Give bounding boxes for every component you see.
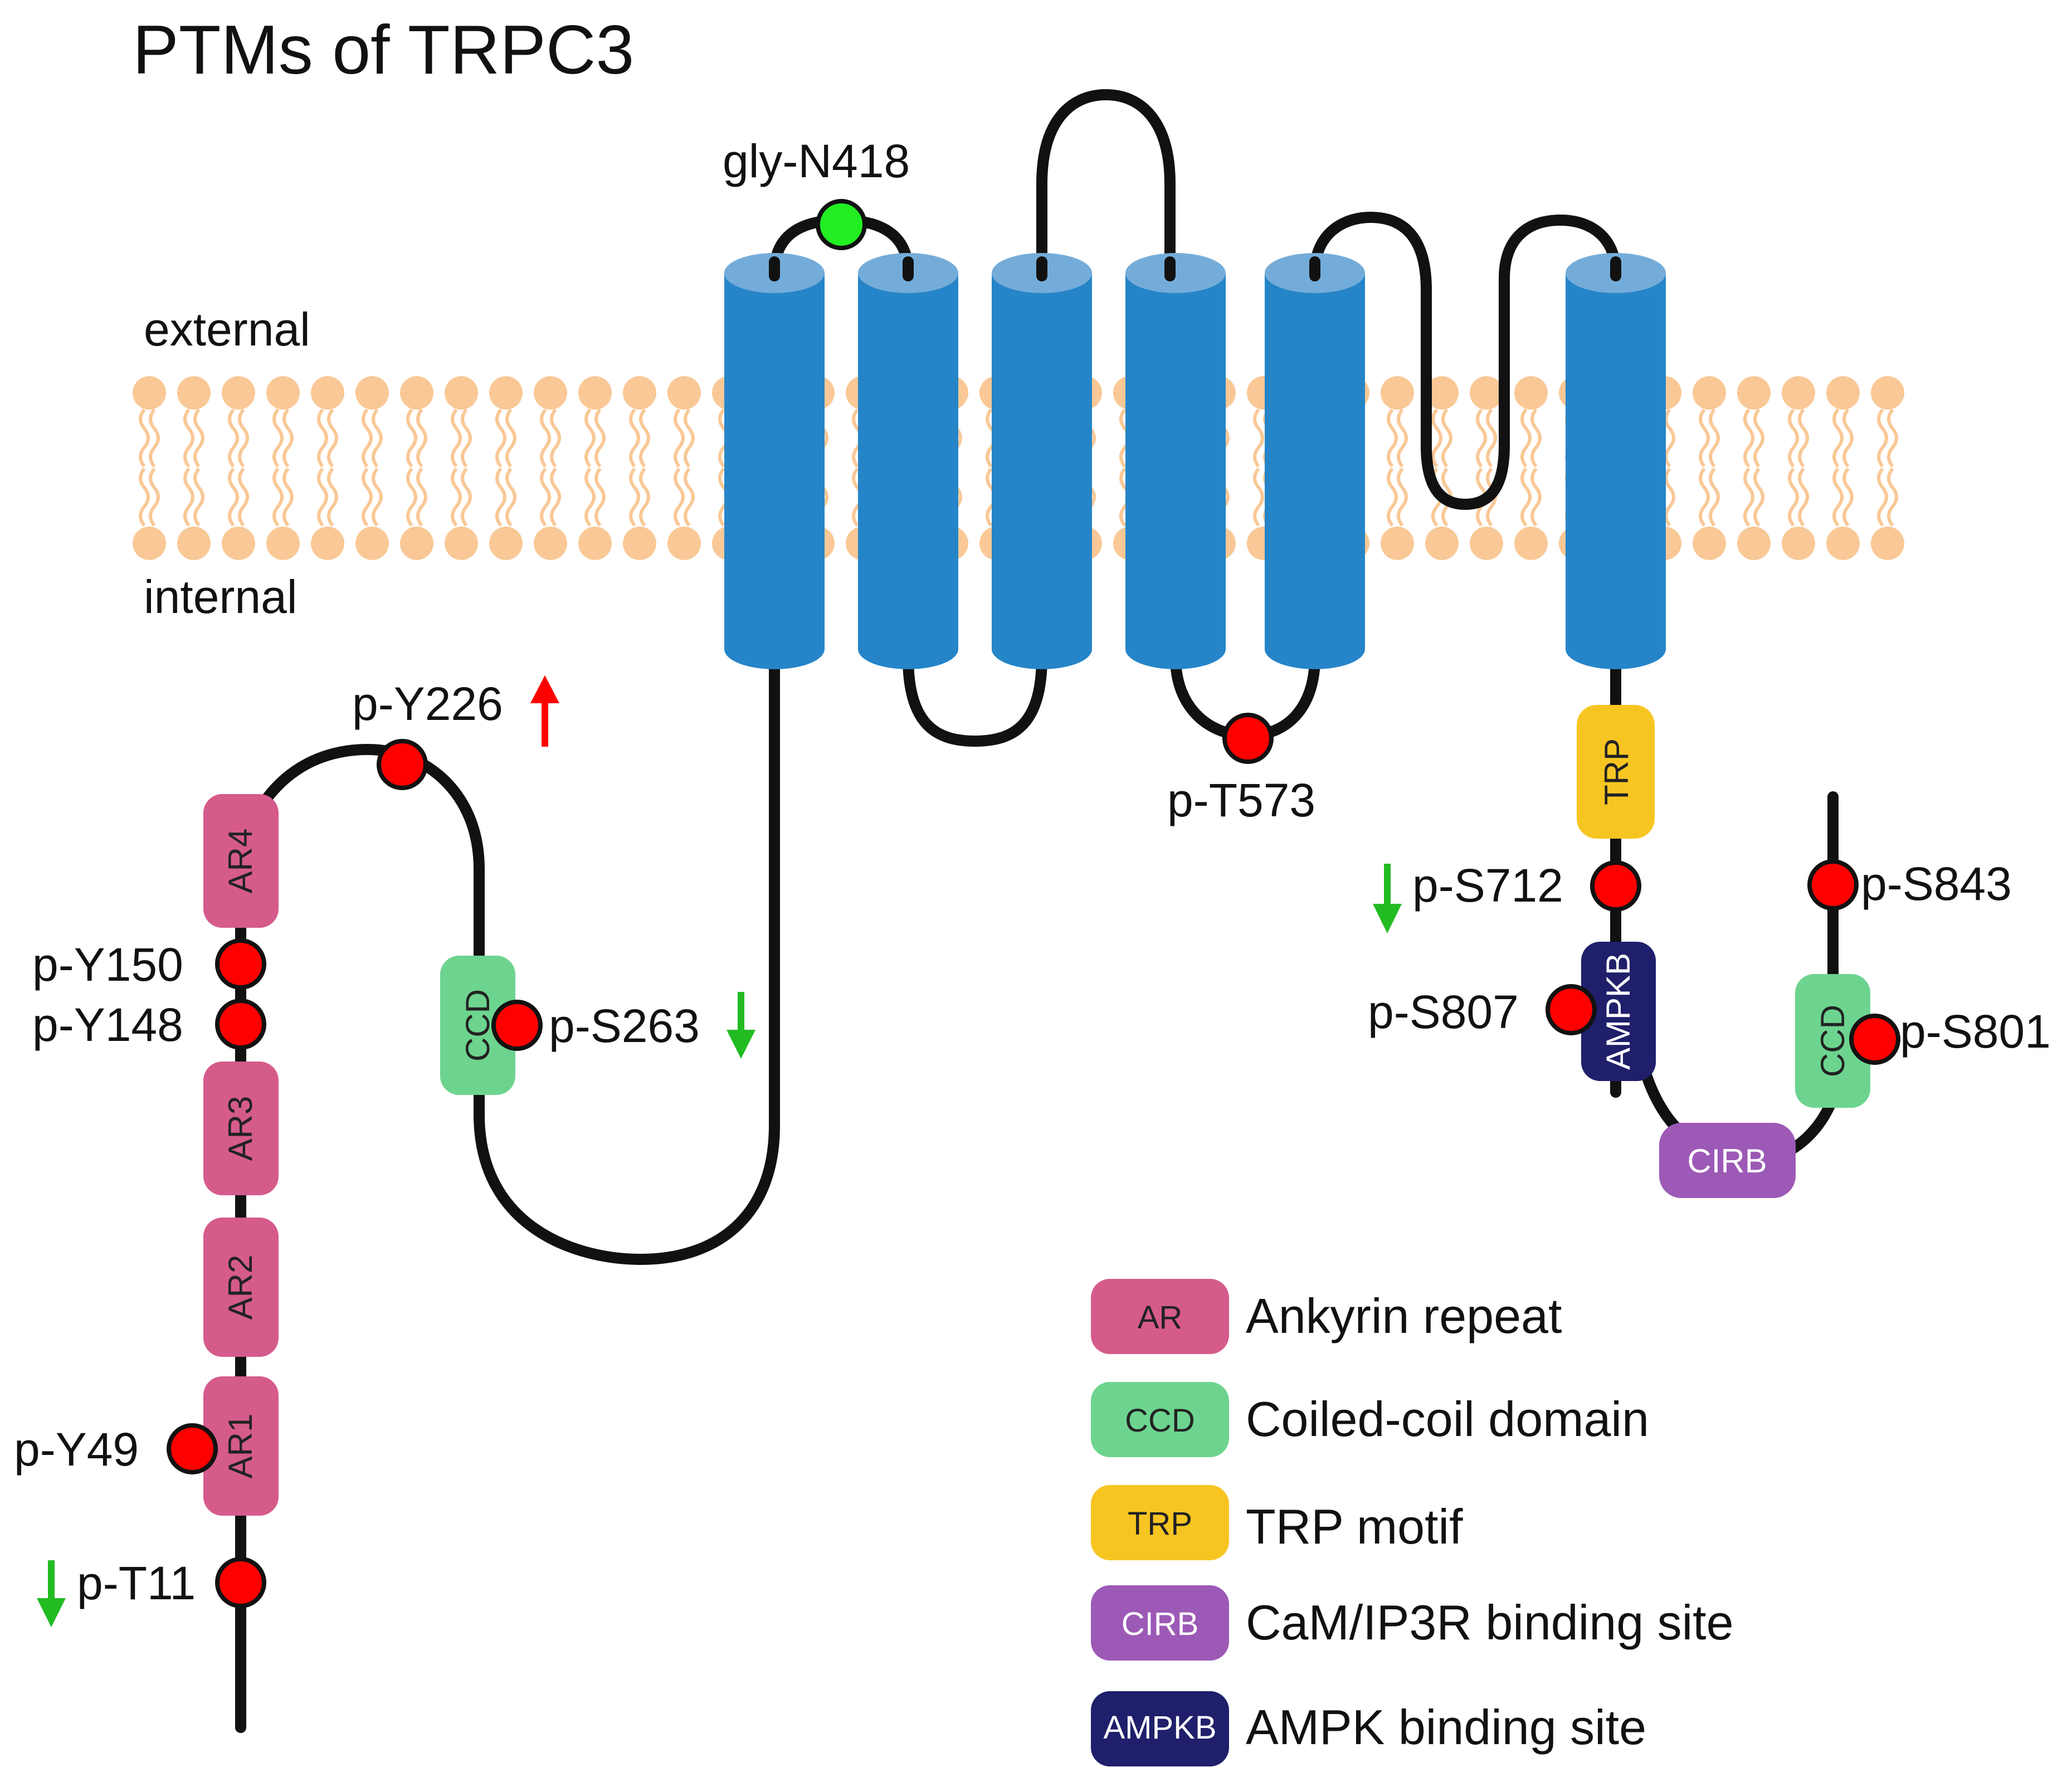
svg-text:CCD: CCD xyxy=(1814,1005,1851,1077)
svg-text:Coiled-coil domain: Coiled-coil domain xyxy=(1246,1391,1649,1447)
external-label: external xyxy=(144,303,310,356)
domain-ar2: AR2 xyxy=(203,1218,279,1357)
svg-text:AR3: AR3 xyxy=(222,1096,259,1161)
helix-s6 xyxy=(1566,253,1666,669)
legend-item-ccd: CCD Coiled-coil domain xyxy=(1091,1382,1649,1457)
arrow-up-p-y226 xyxy=(530,675,559,747)
domain-ar4: AR4 xyxy=(203,794,279,928)
label-p-s263: p-S263 xyxy=(549,1000,700,1052)
svg-text:Ankyrin repeat: Ankyrin repeat xyxy=(1246,1288,1562,1343)
domain-ar1: AR1 xyxy=(203,1376,279,1516)
svg-text:AR2: AR2 xyxy=(222,1255,259,1320)
internal-label: internal xyxy=(144,571,298,623)
svg-text:CaM/IP3R binding site: CaM/IP3R binding site xyxy=(1246,1595,1734,1650)
svg-text:TRP: TRP xyxy=(1128,1506,1192,1542)
site-p-y226 xyxy=(377,739,428,790)
helix-s3 xyxy=(992,253,1092,669)
label-p-y148: p-Y148 xyxy=(32,999,183,1051)
site-p-s807 xyxy=(1546,984,1597,1035)
site-p-s712 xyxy=(1590,860,1641,912)
legend-item-ampkb: AMPKB AMPK binding site xyxy=(1091,1691,1646,1766)
svg-text:TRP motif: TRP motif xyxy=(1246,1499,1463,1554)
svg-text:CCD: CCD xyxy=(1125,1403,1195,1439)
helix-s1 xyxy=(724,253,825,669)
label-p-y226: p-Y226 xyxy=(352,678,503,730)
arrow-down-p-t11 xyxy=(37,1560,66,1627)
label-gly-n418: gly-N418 xyxy=(723,135,910,187)
site-p-s801 xyxy=(1849,1014,1900,1065)
label-p-s801: p-S801 xyxy=(1900,1005,2051,1058)
svg-text:AMPK binding site: AMPK binding site xyxy=(1246,1700,1646,1755)
legend-item-ar: AR Ankyrin repeat xyxy=(1091,1279,1562,1354)
site-p-t573 xyxy=(1222,713,1274,764)
label-p-t573: p-T573 xyxy=(1167,774,1315,826)
site-p-y150 xyxy=(215,938,266,990)
domain-ar3: AR3 xyxy=(203,1062,279,1195)
site-gly-n418 xyxy=(816,199,867,250)
label-p-s807: p-S807 xyxy=(1368,986,1519,1038)
svg-text:AR1: AR1 xyxy=(222,1414,259,1479)
site-p-t11 xyxy=(215,1557,266,1608)
label-p-y49: p-Y49 xyxy=(14,1423,139,1476)
label-p-y150: p-Y150 xyxy=(32,938,183,991)
svg-text:CIRB: CIRB xyxy=(1687,1142,1767,1180)
domain-cirb: CIRB xyxy=(1659,1123,1796,1198)
svg-text:AR: AR xyxy=(1138,1299,1183,1336)
site-p-y148 xyxy=(215,999,266,1050)
label-p-t11: p-T11 xyxy=(77,1557,196,1609)
domain-ampkb: AMPKB xyxy=(1581,942,1656,1081)
arrow-down-p-s263 xyxy=(727,992,755,1059)
legend-item-cirb: CIRB CaM/IP3R binding site xyxy=(1091,1585,1734,1661)
site-p-s263 xyxy=(491,1000,543,1051)
domain-trp: TRP xyxy=(1577,705,1655,839)
svg-text:TRP: TRP xyxy=(1598,738,1635,805)
helix-s5 xyxy=(1265,253,1365,669)
domain-ccd-c: CCD xyxy=(1795,974,1870,1108)
domain-ccd-n: CCD xyxy=(440,956,515,1095)
svg-text:CCD: CCD xyxy=(459,989,496,1062)
svg-text:AMPKB: AMPKB xyxy=(1103,1710,1216,1746)
site-p-y49 xyxy=(167,1423,218,1474)
svg-text:CIRB: CIRB xyxy=(1122,1606,1199,1642)
helix-s2 xyxy=(858,253,958,669)
svg-text:AR4: AR4 xyxy=(222,829,259,894)
legend: AR Ankyrin repeat CCD Coiled-coil domain… xyxy=(1091,1279,1734,1766)
site-p-s843 xyxy=(1807,859,1859,911)
label-p-s712: p-S712 xyxy=(1412,859,1563,912)
helix-s4 xyxy=(1125,253,1226,669)
diagram-title: PTMs of TRPC3 xyxy=(133,12,634,89)
legend-item-trp: TRP TRP motif xyxy=(1091,1485,1463,1560)
ptm-sites xyxy=(167,199,1900,1608)
transmembrane-helices xyxy=(724,253,1666,669)
arrow-down-p-s712 xyxy=(1373,864,1402,933)
label-p-s843: p-S843 xyxy=(1861,858,2012,910)
svg-text:AMPKB: AMPKB xyxy=(1600,953,1637,1070)
